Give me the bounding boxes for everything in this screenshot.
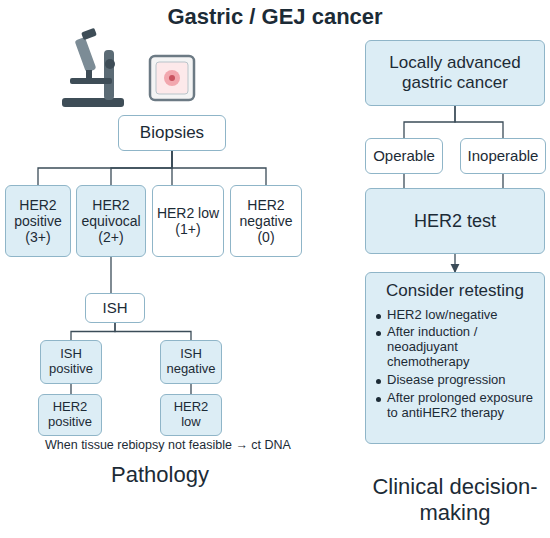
connector <box>403 174 404 188</box>
outcome-box: HER2 low <box>160 394 222 436</box>
bullet-text: Disease progression <box>387 373 506 388</box>
branch-box: Inoperable <box>460 138 546 174</box>
connector <box>455 106 503 138</box>
box-text: Operable <box>373 147 435 164</box>
category-box: HER2 low (1+) <box>152 185 224 257</box>
box-text: HER2 positive <box>41 400 99 430</box>
branch-box: Operable <box>365 138 443 174</box>
bullet-text: HER2 low/negative <box>387 308 498 323</box>
box-text: HER2 test <box>414 211 496 232</box>
category-box: HER2 positive (3+) <box>5 185 71 257</box>
box-text: Locally advanced gastric cancer <box>368 53 542 92</box>
bullet-dot <box>376 397 381 402</box>
result-box: ISH negative <box>160 340 222 384</box>
connector <box>502 174 503 188</box>
section-label: Clinical decision-making <box>370 474 540 526</box>
connector <box>111 151 172 185</box>
note-box: Consider retestingHER2 low/negativeAfter… <box>365 272 545 444</box>
connector <box>110 257 111 293</box>
bullet-dot <box>376 379 381 384</box>
slide-icon <box>150 56 194 100</box>
connector <box>38 151 172 185</box>
bullet-dot <box>376 331 381 336</box>
title: Gastric / GEJ cancer <box>0 4 550 30</box>
connector <box>404 106 455 138</box>
category-box: HER2 equivocal (2+) <box>76 185 146 257</box>
connector <box>70 384 71 394</box>
box-text: Inoperable <box>468 147 539 164</box>
bullet-item: Disease progression <box>372 373 538 388</box>
connector <box>190 384 191 394</box>
box-text: Biopsies <box>140 123 204 143</box>
connector <box>115 323 191 340</box>
microscope-illustration <box>62 28 124 107</box>
connector <box>71 323 115 340</box>
connector <box>454 254 455 272</box>
box-text: ISH <box>102 299 127 316</box>
section-label: Pathology <box>60 462 260 488</box>
box-text: HER2 equivocal (2+) <box>79 197 143 245</box>
outcome-box: HER2 positive <box>38 394 102 436</box>
footnote-text: When tissue rebiopsy not feasible → ct D… <box>18 438 318 452</box>
start-box: Locally advanced gastric cancer <box>365 40 545 106</box>
bullet-text: After prolonged exposure to antiHER2 the… <box>387 391 538 421</box>
box-text: ISH negative <box>163 347 219 377</box>
box-text: HER2 low <box>163 400 219 430</box>
bullet-text: After induction / neoadjuyant chemothera… <box>387 325 538 370</box>
bullet-item: After prolonged exposure to antiHER2 the… <box>372 391 538 421</box>
box-text: HER2 negative (0) <box>233 197 299 245</box>
result-box: ISH positive <box>40 340 102 384</box>
process-box: Biopsies <box>118 115 226 151</box>
box-text: ISH positive <box>43 347 99 377</box>
category-box: HER2 negative (0) <box>230 185 302 257</box>
box-text: HER2 positive (3+) <box>8 197 68 245</box>
bullet-item: HER2 low/negative <box>372 308 538 323</box>
bullet-item: After induction / neoadjuyant chemothera… <box>372 325 538 370</box>
bullet-dot <box>376 314 381 319</box>
connector <box>172 151 266 185</box>
process-box: HER2 test <box>365 188 545 254</box>
box-text: HER2 low (1+) <box>155 205 221 237</box>
process-box: ISH <box>85 293 145 323</box>
box-heading: Consider retesting <box>386 281 524 301</box>
